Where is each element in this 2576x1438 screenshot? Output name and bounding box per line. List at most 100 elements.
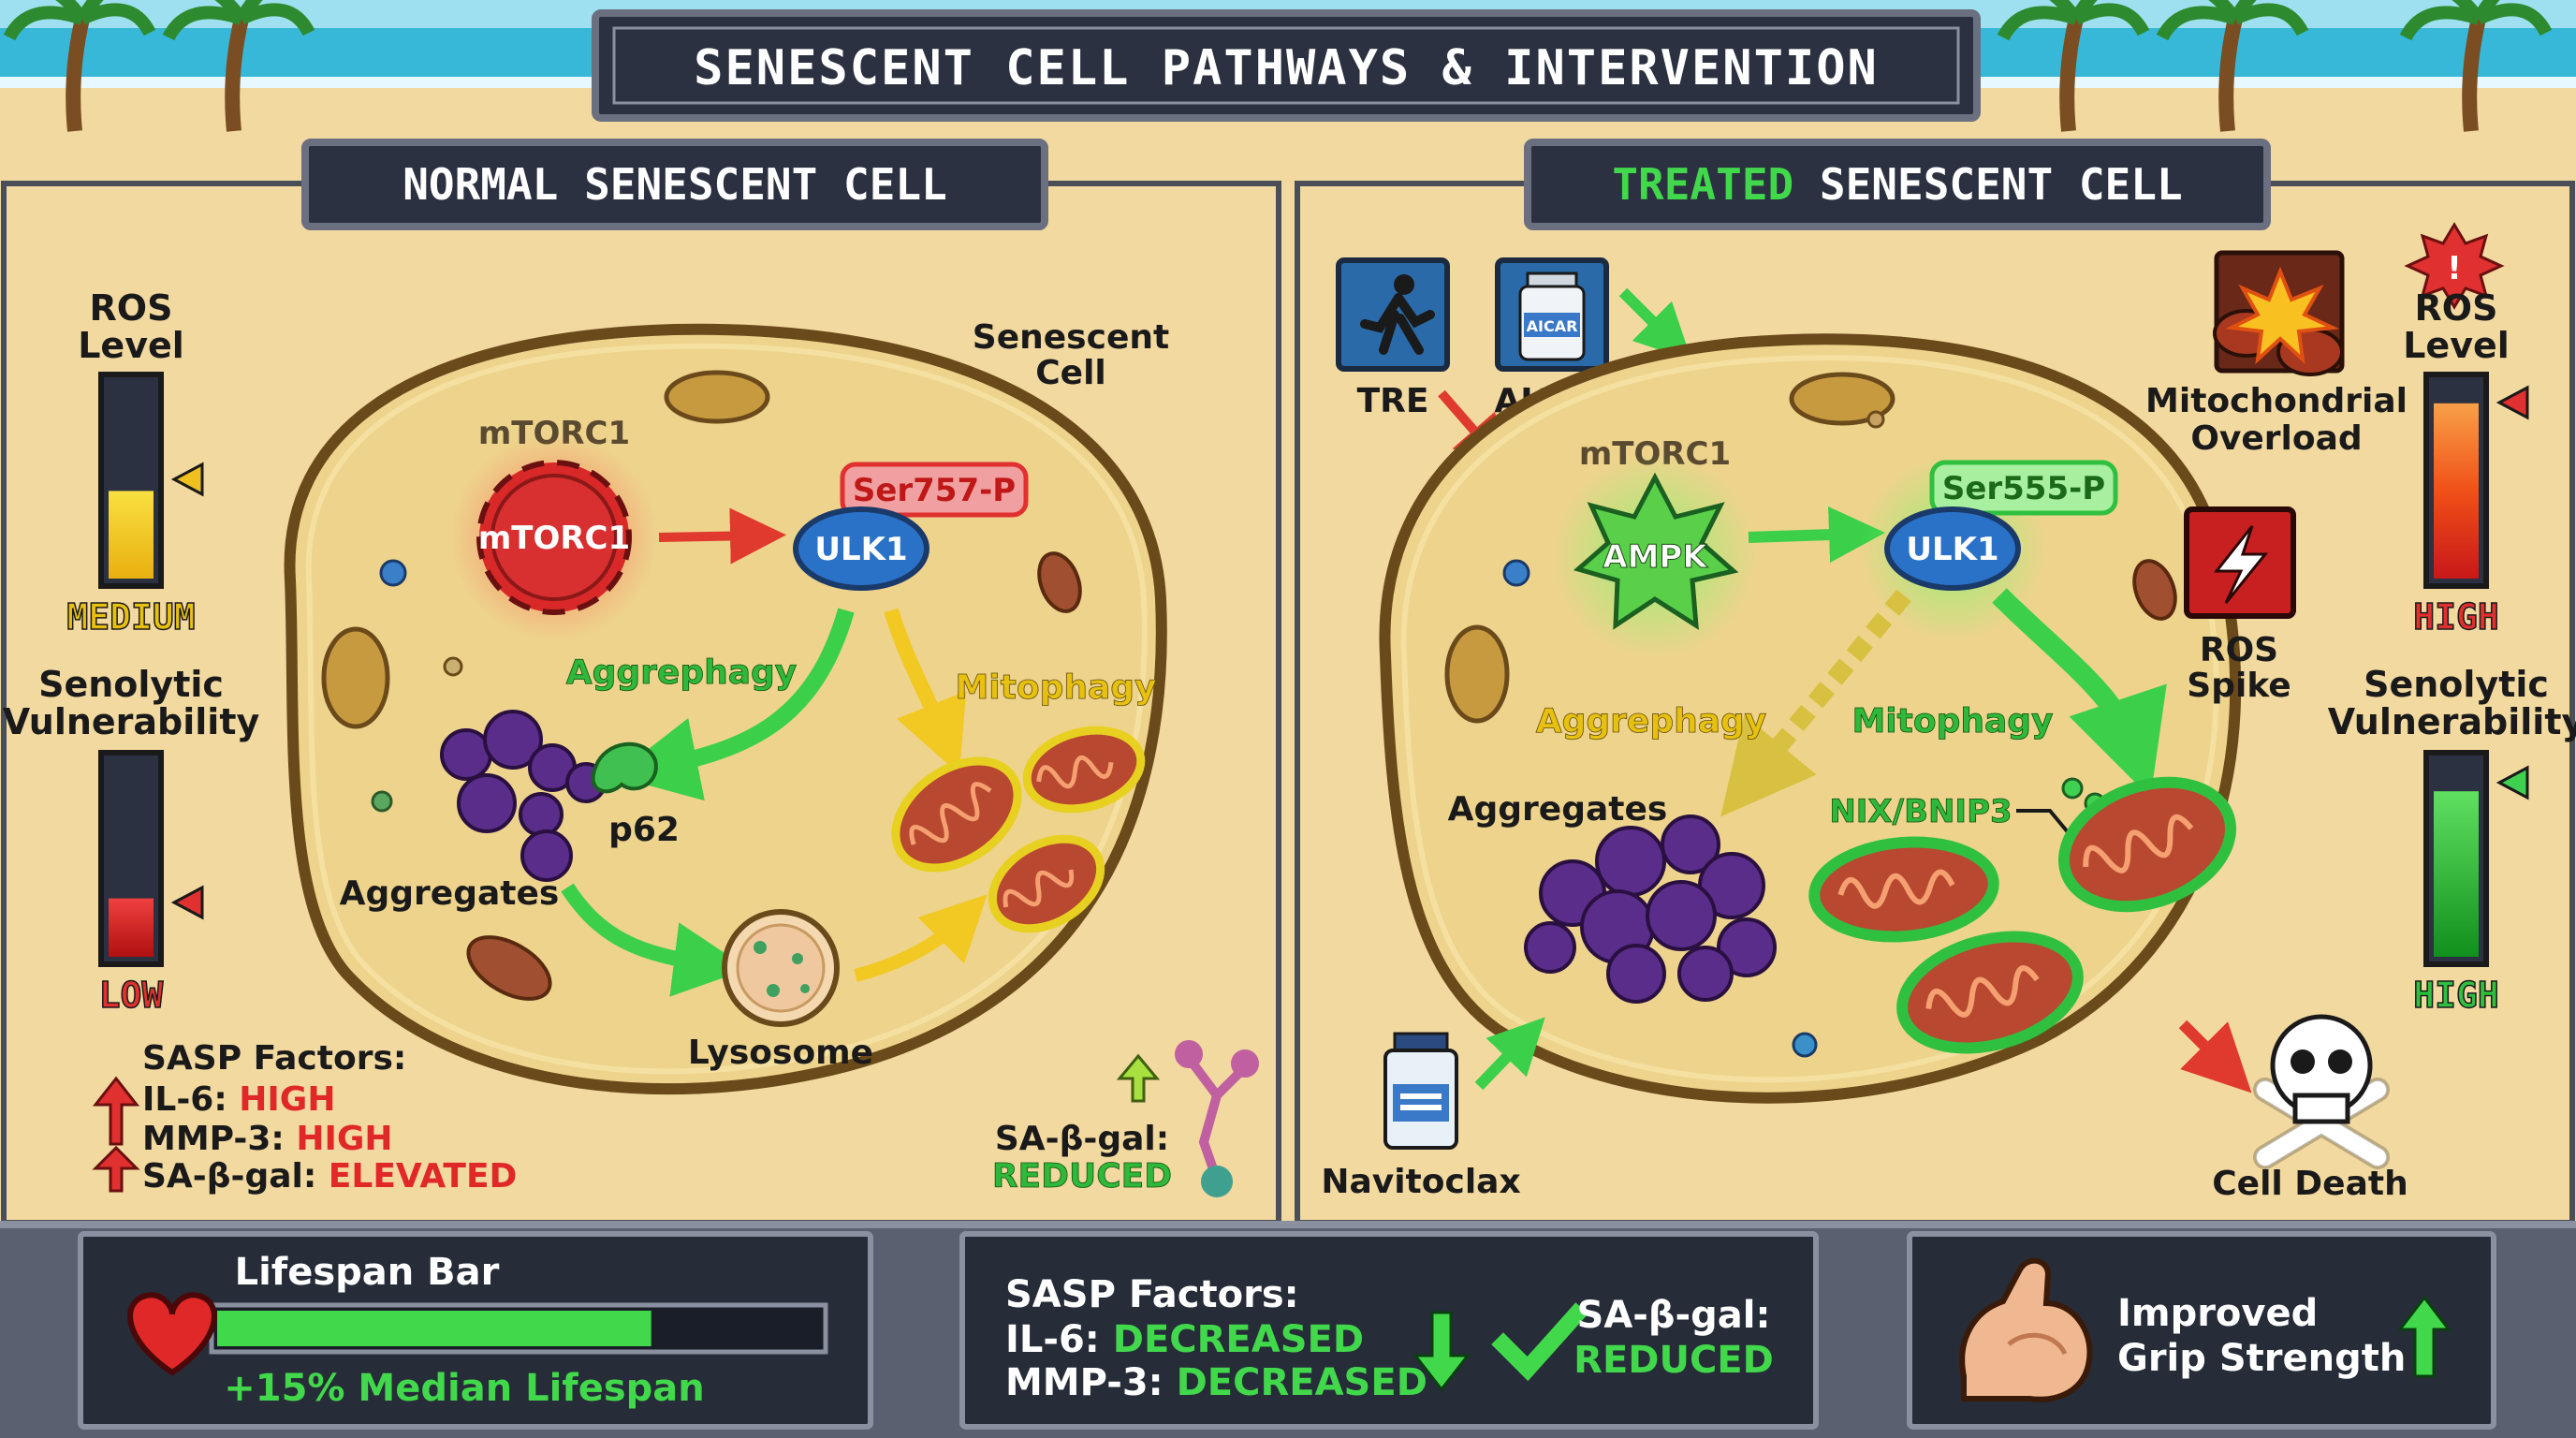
runner-icon xyxy=(1360,274,1435,355)
right-aggregates-cluster xyxy=(1524,814,1777,1004)
aicar-arrow-green xyxy=(1618,287,1692,361)
bottle-icon xyxy=(1518,271,1586,361)
mtorc1-gear-icon xyxy=(476,460,632,615)
left-il6: IL-6: HIGH xyxy=(142,1080,335,1119)
lifespan-bar-fill xyxy=(217,1311,651,1346)
mito-overload-2: Overload xyxy=(2190,419,2362,458)
tre-label: TRE xyxy=(1357,382,1429,420)
bottom-mmp3-value: DECREASED xyxy=(1177,1361,1427,1404)
right-ros-value: HIGH xyxy=(2413,596,2499,638)
left-mmp3: MMP-3: HIGH xyxy=(142,1120,393,1158)
left-header-banner xyxy=(301,139,1048,230)
left-ros-value: MEDIUM xyxy=(66,596,195,638)
palm-tree-icon xyxy=(2399,0,2553,132)
to-lysosome-arrow xyxy=(561,883,749,997)
left-mitochondrion-icon xyxy=(1022,726,1146,814)
left-il6-label: IL-6: xyxy=(142,1080,227,1119)
left-header: NORMAL SENESCENT CELL xyxy=(402,159,947,210)
left-ros-pointer-icon xyxy=(170,462,204,497)
left-vuln-value: LOW xyxy=(99,975,164,1016)
right-mitochondrion-icon xyxy=(1896,931,2084,1054)
p62-icon xyxy=(591,741,658,794)
left-il6-value: HIGH xyxy=(239,1080,335,1119)
bottom-sasp-title: SASP Factors: xyxy=(1005,1273,1299,1316)
lifespan-title: Lifespan Bar xyxy=(235,1251,500,1294)
ros-spike-2: Spike xyxy=(2187,667,2291,705)
right-header-banner xyxy=(1524,139,2271,230)
skull-crossbones-icon xyxy=(2253,1014,2390,1169)
right-vuln-label-1: Senolytic xyxy=(2364,664,2549,705)
aggrephagy-dashed-arrow xyxy=(1720,589,1911,817)
bottom-mmp3: MMP-3: DECREASED xyxy=(1005,1361,1427,1404)
left-sabgal-label: SA-β-gal: xyxy=(142,1157,316,1196)
left-aggregates-cluster xyxy=(440,710,607,882)
left-mmp3-label: MMP-3: xyxy=(142,1120,285,1158)
right-header: TREATED SENESCENT CELL xyxy=(1612,159,2182,210)
flexed-arm-icon xyxy=(1959,1257,2093,1402)
navitoclax-arrow xyxy=(1474,1017,1545,1091)
mitophagy-arrow xyxy=(884,608,967,775)
up-arrow-red-icon xyxy=(92,1145,140,1193)
right-vuln-pointer-icon xyxy=(2496,765,2529,800)
vacuole-icon xyxy=(664,370,770,424)
right-ros-gauge-fill xyxy=(2434,403,2479,579)
right-nix: NIX/BNIP3 xyxy=(1829,793,2012,830)
sasp-box xyxy=(959,1231,1819,1430)
right-vuln-value: HIGH xyxy=(2413,975,2499,1016)
bottom-il6-value: DECREASED xyxy=(1113,1318,1364,1361)
vesicle-icon xyxy=(1866,410,1885,429)
right-header-accent: TREATED xyxy=(1612,159,1793,210)
left-aggrephagy: Aggrephagy xyxy=(566,653,798,692)
left-vuln-label-2: Vulnerability xyxy=(3,701,260,742)
up-arrow-green-icon xyxy=(1116,1053,1161,1103)
down-arrow-green-icon xyxy=(1412,1311,1471,1392)
left-mitophagy: Mitophagy xyxy=(955,668,1156,707)
palm-tree-icon xyxy=(1997,0,2150,132)
mitochondrion-small-icon xyxy=(2132,559,2177,621)
left-sabgal-reduced-label: SA-β-gal: xyxy=(995,1120,1169,1158)
left-mtorc-inner: mTORC1 xyxy=(478,520,630,557)
left-ulk1-node xyxy=(793,506,929,591)
left-sabgal-value: ELEVATED xyxy=(329,1157,518,1196)
right-ampk: AMPK xyxy=(1603,538,1708,576)
vacuole-icon xyxy=(321,626,390,729)
mitochondrion-small-icon xyxy=(466,935,552,1001)
up-arrow-green-icon xyxy=(2396,1295,2452,1378)
lysosome-to-mito-arrow xyxy=(854,894,988,982)
left-vuln-pointer-icon xyxy=(170,885,204,920)
vacuole-icon xyxy=(1444,624,1510,724)
bottom-il6-label: IL-6: xyxy=(1005,1318,1100,1361)
mitophagy-arrow-green xyxy=(1992,588,2167,799)
left-ros-label-2: Level xyxy=(78,325,184,366)
alert-burst-icon xyxy=(2404,222,2505,310)
left-cell-label-2: Cell xyxy=(1035,354,1106,392)
vesicle-icon xyxy=(1792,1032,1818,1058)
right-mitochondrion-icon xyxy=(2057,776,2237,913)
right-ros-pointer-icon xyxy=(2496,385,2529,420)
ampk-star-icon xyxy=(1573,472,1739,630)
bottom-sabgal-label: SA-β-gal: xyxy=(1577,1294,1771,1337)
left-mmp3-value: HIGH xyxy=(296,1120,392,1158)
cell-death-label: Cell Death xyxy=(2212,1165,2408,1203)
ampk-to-ulk1-arrow xyxy=(1748,506,1885,564)
aicar-bottle-label: AICAR xyxy=(1527,317,1578,335)
lifespan-text: +15% Median Lifespan xyxy=(224,1367,705,1410)
right-vuln-label-2: Vulnerability xyxy=(2328,701,2576,742)
bottom-sabgal-value: REDUCED xyxy=(1573,1339,1774,1382)
left-vuln-gauge-fill xyxy=(109,898,154,957)
left-mitochondrion-icon xyxy=(988,834,1105,933)
right-ulk1-node xyxy=(1884,506,2021,591)
vesicle-icon xyxy=(1502,559,1530,587)
aggrephagy-arrow xyxy=(613,608,855,801)
left-ros-label-1: ROS xyxy=(90,287,173,329)
vesicle-icon xyxy=(371,790,393,813)
title-banner xyxy=(592,9,1981,122)
lightning-icon xyxy=(2213,525,2269,604)
vacuole-icon xyxy=(1789,372,1895,426)
left-sasp-title: SASP Factors: xyxy=(142,1039,406,1078)
navitoclax-bottle-icon xyxy=(1383,1032,1458,1150)
cell-death-arrow xyxy=(2178,1020,2252,1093)
right-mitochondrion-icon xyxy=(1808,836,1999,943)
molecule-icon xyxy=(1175,1040,1259,1197)
